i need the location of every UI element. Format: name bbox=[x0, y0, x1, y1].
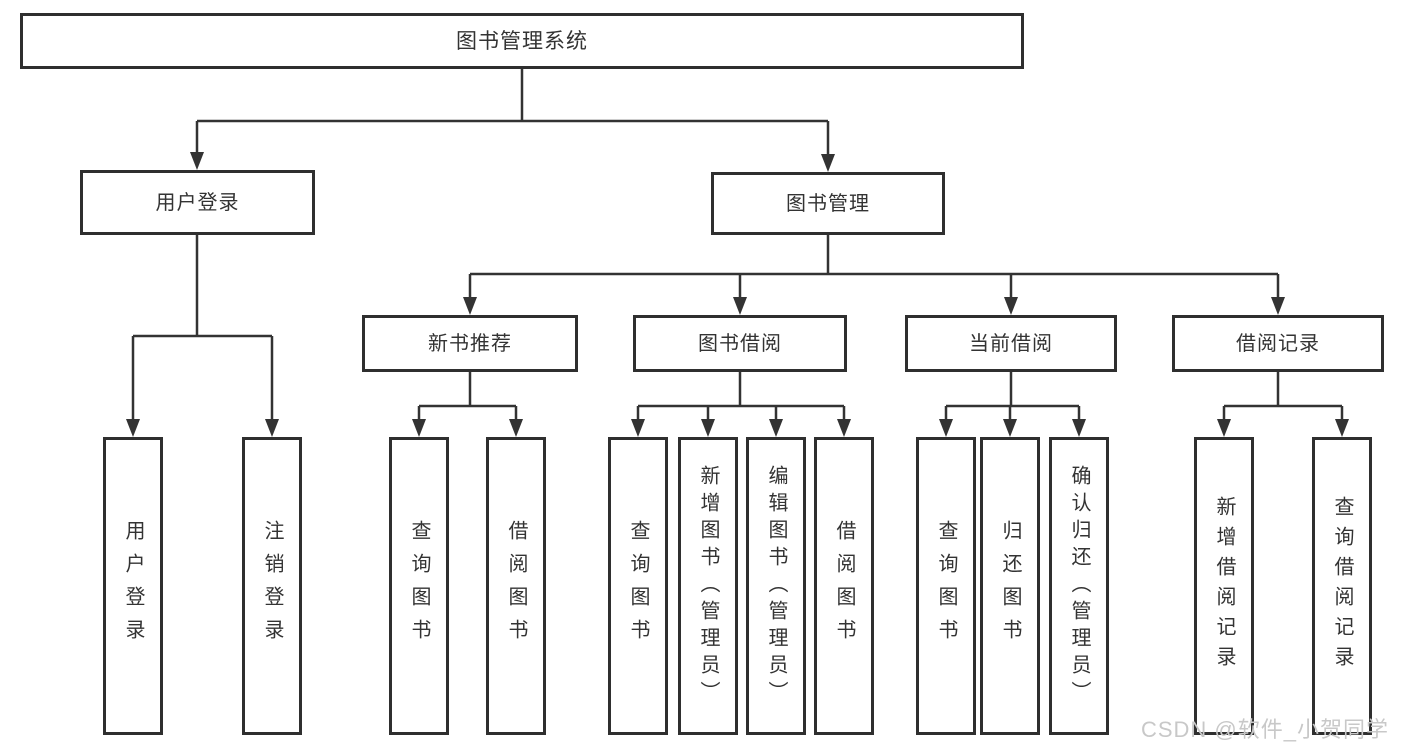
leaf-add-book-admin: 新增图书（管理员） bbox=[678, 437, 738, 735]
node-borrow-records: 借阅记录 bbox=[1172, 315, 1384, 372]
leaf-user-login: 用户登录 bbox=[103, 437, 163, 735]
leaf-query-books-recommend: 查询图书 bbox=[389, 437, 449, 735]
connector-current-group bbox=[944, 372, 1081, 421]
leaf-borrow-book: 借阅图书 bbox=[814, 437, 874, 735]
watermark: CSDN @软件_小贺同学 bbox=[1140, 717, 1389, 742]
connector-recommend-group bbox=[417, 372, 518, 421]
connector-borrow-group bbox=[636, 372, 846, 421]
node-new-book-recommend: 新书推荐 bbox=[362, 315, 578, 372]
leaf-return-book: 归还图书 bbox=[980, 437, 1040, 735]
node-root: 图书管理系统 bbox=[20, 13, 1024, 69]
connector-root-to-level2 bbox=[195, 69, 830, 156]
leaf-edit-book-admin: 编辑图书（管理员） bbox=[746, 437, 806, 735]
leaf-logout: 注销登录 bbox=[242, 437, 302, 735]
node-book-management: 图书管理 bbox=[711, 172, 945, 235]
arrowheads bbox=[126, 152, 1349, 437]
connector-user-branch bbox=[131, 235, 274, 421]
leaf-query-borrow-record: 查询借阅记录 bbox=[1312, 437, 1372, 735]
leaf-query-books-borrow: 查询图书 bbox=[608, 437, 668, 735]
leaf-add-borrow-record: 新增借阅记录 bbox=[1194, 437, 1254, 735]
leaf-confirm-return-admin: 确认归还（管理员） bbox=[1049, 437, 1109, 735]
node-user-login: 用户登录 bbox=[80, 170, 315, 235]
connector-records-group bbox=[1222, 372, 1344, 421]
leaf-borrow-book-recommend: 借阅图书 bbox=[486, 437, 546, 735]
node-book-borrow: 图书借阅 bbox=[633, 315, 847, 372]
connector-book-branch bbox=[468, 235, 1280, 299]
node-current-borrow: 当前借阅 bbox=[905, 315, 1117, 372]
leaf-query-books-current: 查询图书 bbox=[916, 437, 976, 735]
